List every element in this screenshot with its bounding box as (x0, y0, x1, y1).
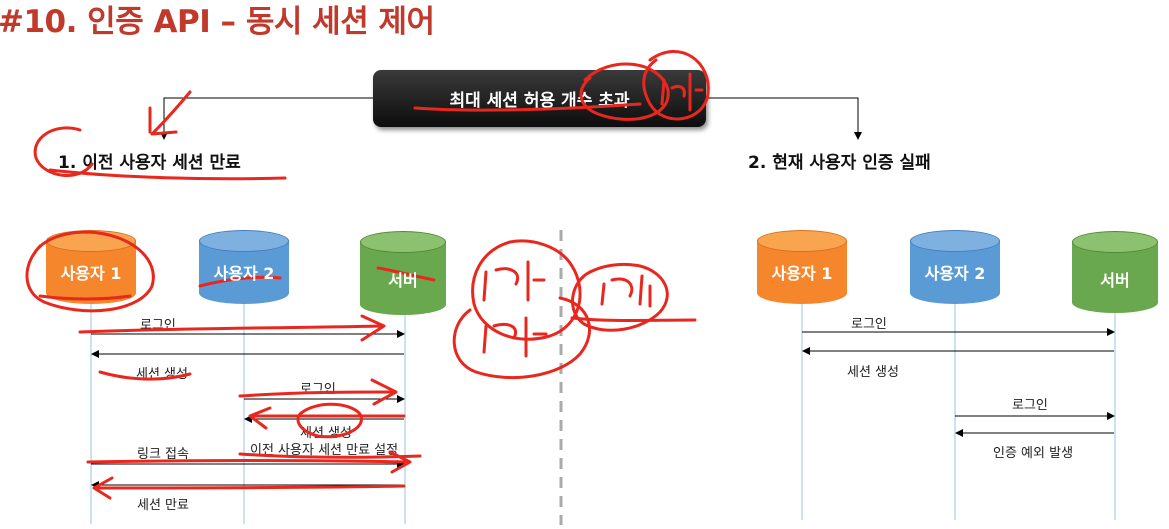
actor-label: 서버 (1100, 271, 1130, 290)
annotation-underline-server (376, 266, 436, 282)
annotation-circle-heading (33, 126, 94, 177)
actor-user1-left: 사용자 1 (46, 230, 136, 304)
annotation-circle-1-user (452, 296, 591, 379)
annotation-trace-login-1 (78, 314, 386, 342)
annotation-banner-underline (413, 102, 642, 112)
actor-user1-right: 사용자 1 (757, 230, 847, 304)
annotation-heading-underline (48, 168, 287, 181)
msg-link-access: 링크 접속 (137, 447, 189, 462)
actor-user2-right: 사용자 2 (910, 230, 1000, 304)
annotation-trace-link (86, 450, 412, 474)
annotation-trace-session-2 (248, 406, 406, 430)
actor-server-right: 서버 (1072, 231, 1158, 313)
annotation-scribble-1 (660, 72, 704, 112)
annotation-text-1 (482, 260, 546, 302)
msg-login-r1: 로그인 (851, 317, 887, 332)
msg-login-r2: 로그인 (1012, 398, 1048, 413)
msg-session-expire: 세션 만료 (137, 498, 189, 513)
annotation-text-2 (482, 316, 548, 358)
actor-label: 서버 (388, 271, 418, 290)
msg-auth-exception: 인증 예외 발생 (993, 446, 1074, 461)
max-session-banner: 최대 세션 허용 개수 초과 (373, 70, 706, 127)
actor-label: 사용자 2 (213, 264, 275, 283)
annotation-circle-right (571, 262, 669, 332)
msg-expire-setting: 이전 사용자 세션 만료 설정 (250, 443, 399, 458)
annotation-underline-user1 (38, 294, 132, 301)
actor-user2-left: 사용자 2 (199, 230, 289, 304)
actor-label: 사용자 2 (924, 264, 986, 283)
right-heading: 2. 현재 사용자 인증 실패 (748, 153, 931, 173)
annotation-text-3 (600, 274, 652, 308)
annotation-arrow-center (570, 316, 697, 322)
annotation-under-session-1 (98, 370, 192, 381)
actor-label: 사용자 1 (60, 264, 122, 283)
annotation-underline-user2 (198, 275, 282, 288)
annotation-circle-user1 (25, 230, 155, 313)
actor-server-left: 서버 (360, 231, 446, 315)
connector-right (706, 97, 862, 140)
msg-session-create-r1: 세션 생성 (847, 365, 899, 380)
annotation-trace-login-2 (238, 378, 398, 406)
actor-label: 사용자 1 (771, 264, 833, 283)
slide-title: #10. 인증 API – 동시 세션 제어 (0, 4, 435, 40)
annotation-circle-1 (642, 50, 710, 121)
annotation-circle-session-2 (296, 402, 363, 439)
annotation-trace-expire (92, 476, 406, 500)
annotation-arrow-left (148, 90, 192, 136)
annotation-circle-1-server (471, 239, 582, 341)
left-heading: 1. 이전 사용자 세션 만료 (58, 153, 241, 173)
connector-left (160, 97, 373, 140)
